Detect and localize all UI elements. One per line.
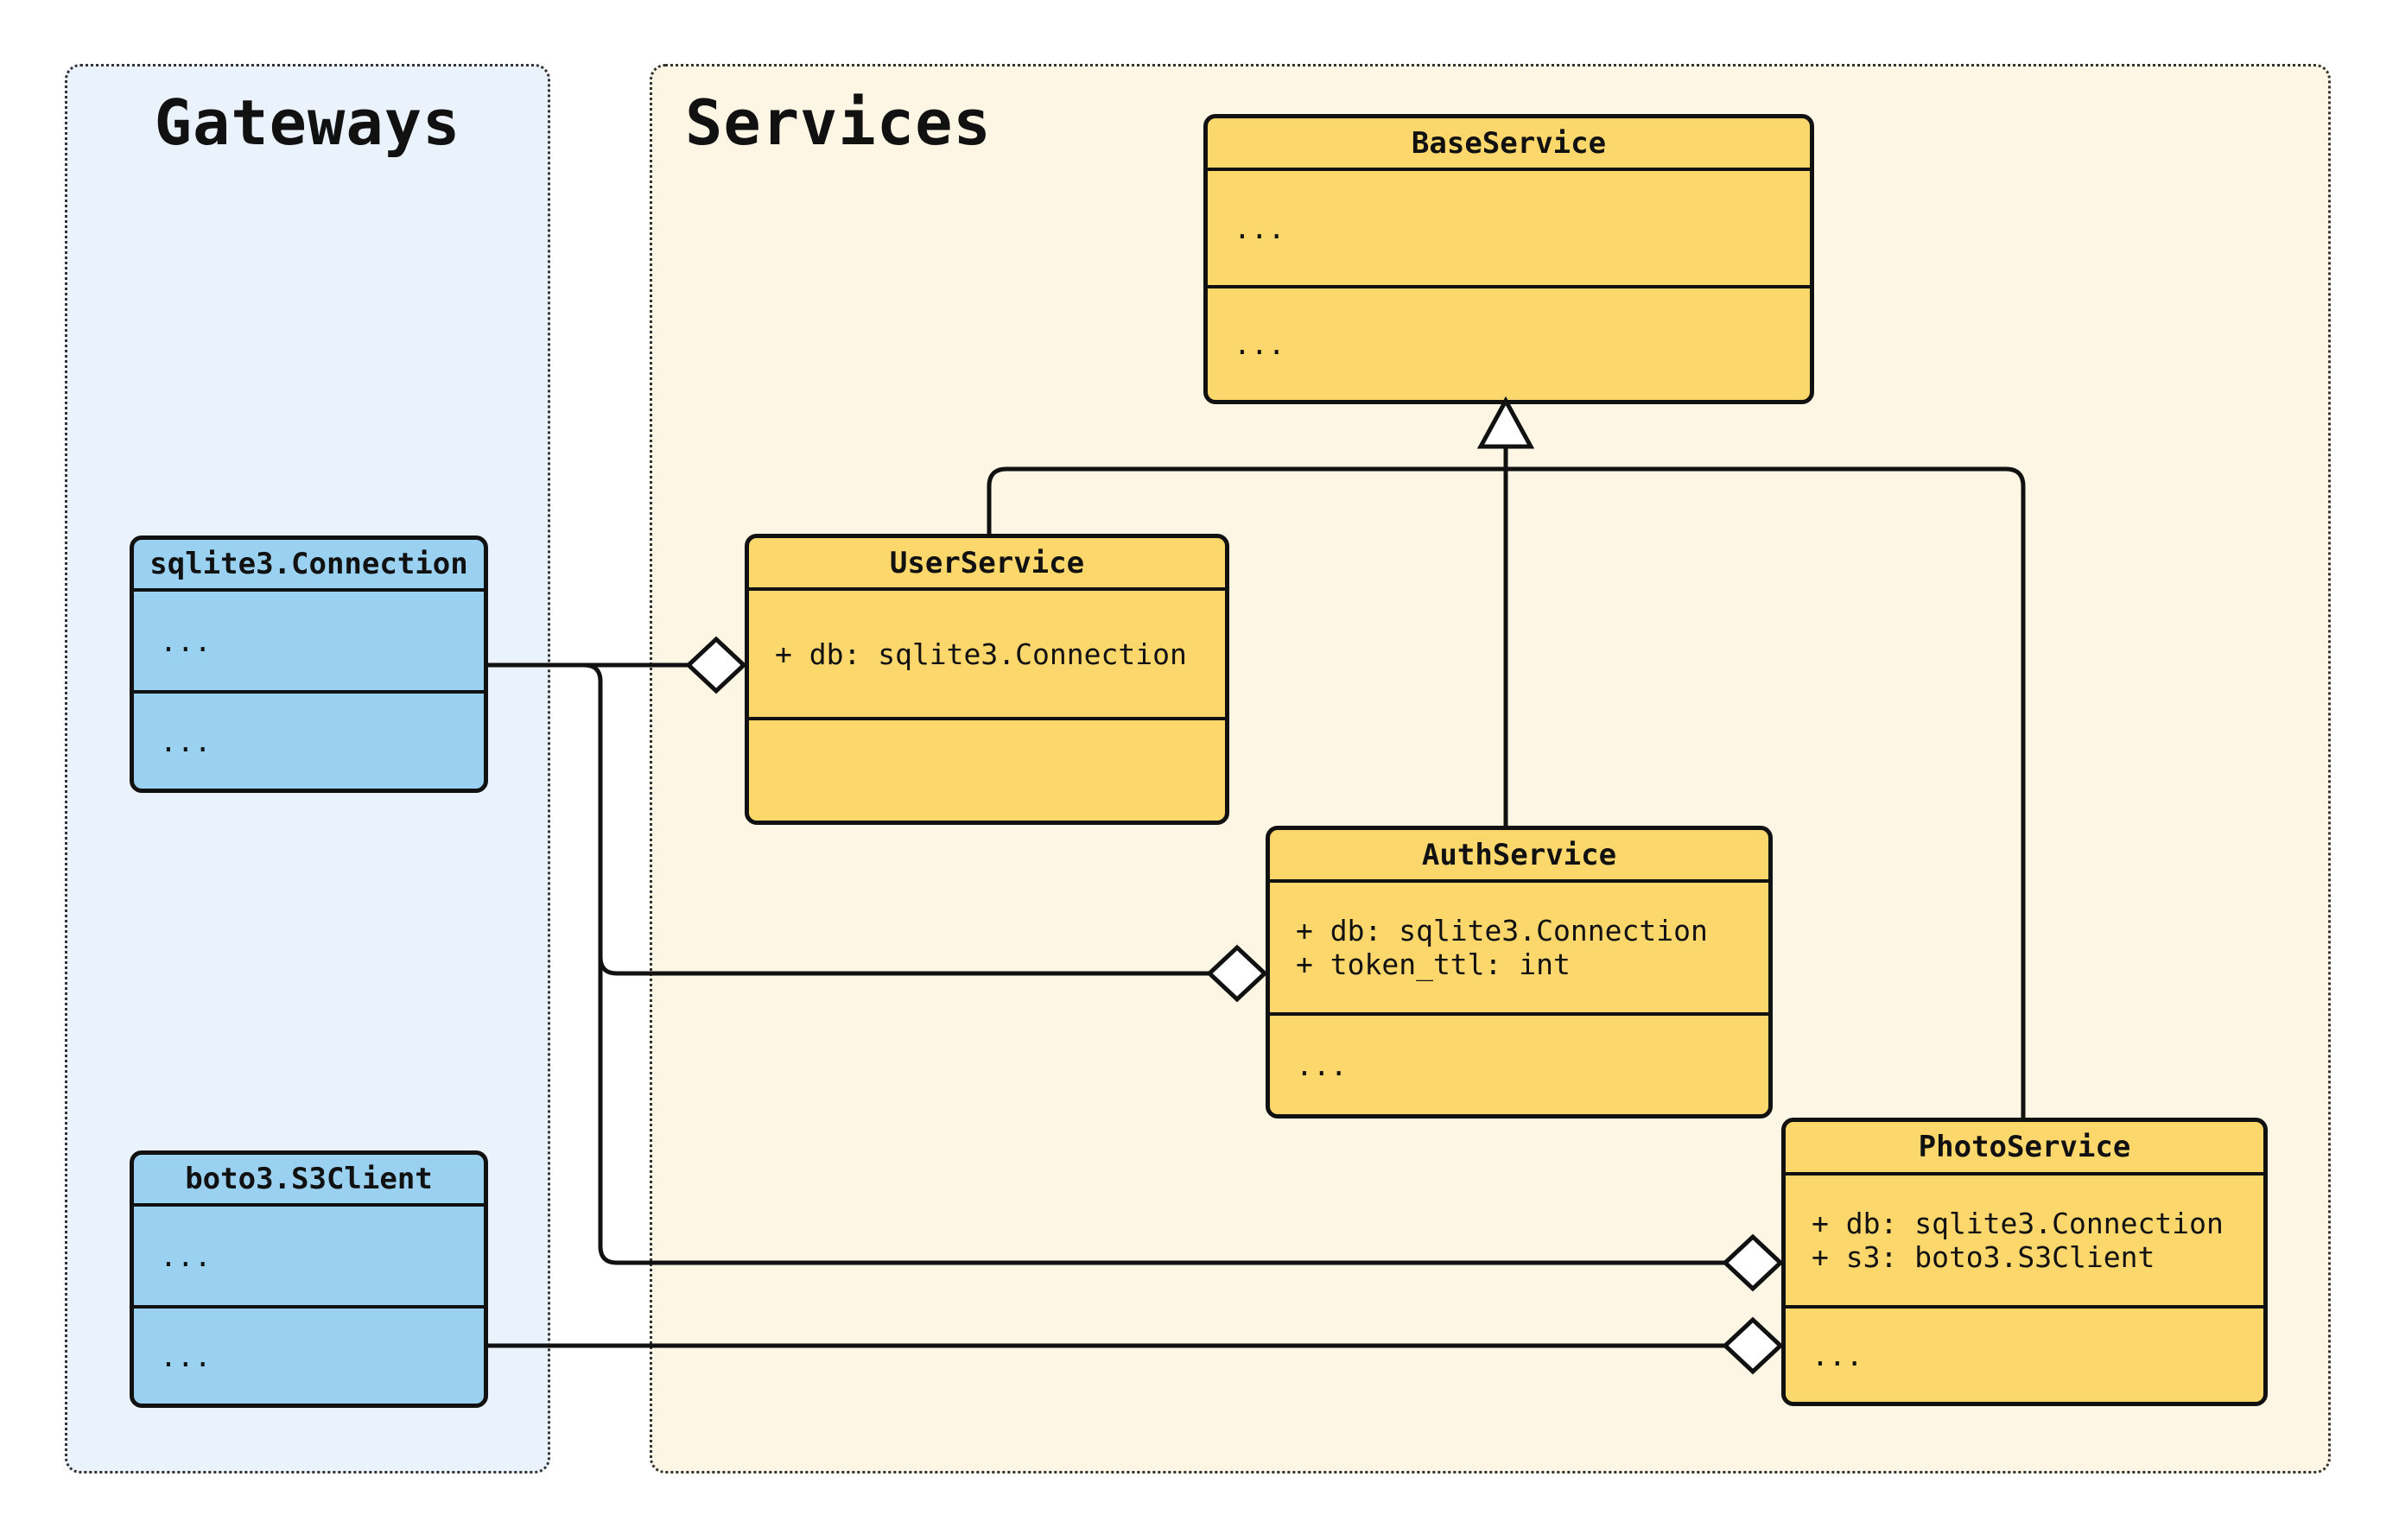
class-method: ... [160, 724, 212, 758]
class-node-userservice: UserService + db: sqlite3.Connection [745, 534, 1229, 825]
class-title: boto3.S3Client [134, 1155, 484, 1207]
class-node-boto3-s3client: boto3.S3Client ... ... [130, 1150, 488, 1408]
class-attribute: ... [1234, 211, 1285, 245]
class-node-authservice: AuthService + db: sqlite3.Connection + t… [1266, 826, 1773, 1119]
class-node-sqlite3-connection: sqlite3.Connection ... ... [130, 536, 488, 793]
class-title: AuthService [1270, 830, 1768, 883]
class-attribute: + db: sqlite3.Connection [1812, 1207, 2224, 1240]
class-attribute: + db: sqlite3.Connection [1296, 914, 1708, 947]
class-attribute: + db: sqlite3.Connection [775, 637, 1187, 671]
services-group-label: Services [685, 86, 992, 159]
class-attribute: ... [160, 624, 212, 658]
class-method: ... [160, 1339, 212, 1373]
class-node-photoservice: PhotoService + db: sqlite3.Connection + … [1781, 1118, 2268, 1406]
class-title: BaseService [1208, 118, 1810, 171]
class-attribute: ... [160, 1239, 212, 1273]
class-node-baseservice: BaseService ... ... [1203, 114, 1814, 404]
class-title: UserService [749, 538, 1225, 591]
class-method: ... [1296, 1048, 1348, 1082]
class-attribute: + token_ttl: int [1296, 947, 1571, 981]
class-method: ... [1812, 1338, 1863, 1372]
class-method: ... [1234, 327, 1285, 361]
class-attribute: + s3: boto3.S3Client [1812, 1240, 2155, 1274]
class-title: PhotoService [1786, 1122, 2263, 1176]
gateways-group-label: Gateways [154, 86, 461, 159]
class-title: sqlite3.Connection [134, 540, 484, 592]
